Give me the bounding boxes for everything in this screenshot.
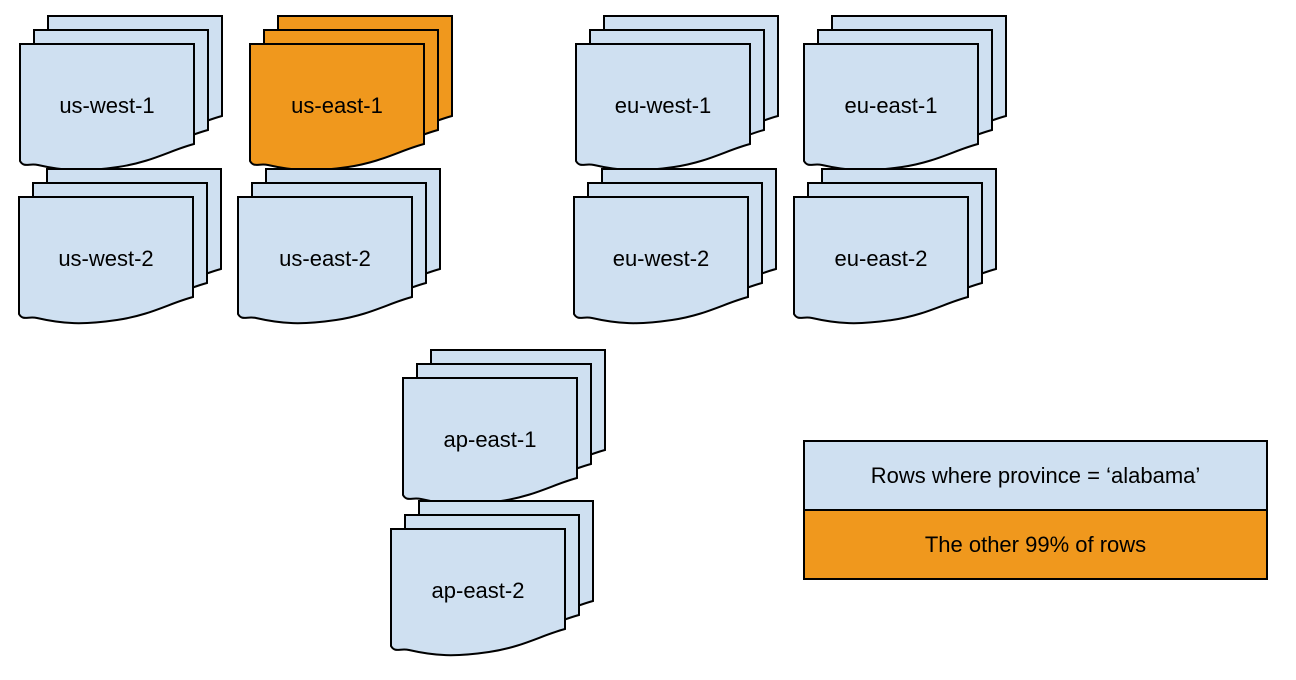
region-stack-us-east-2: us-east-2 [237, 168, 441, 325]
region-label: eu-east-2 [835, 246, 928, 271]
region-label: ap-east-2 [432, 578, 525, 603]
legend: Rows where province = ‘alabama’ The othe… [803, 440, 1268, 580]
region-stack-eu-west-2: eu-west-2 [573, 168, 777, 325]
region-stack-us-west-2: us-west-2 [18, 168, 222, 325]
region-label: ap-east-1 [444, 427, 537, 452]
region-stack-eu-east-2: eu-east-2 [793, 168, 997, 325]
region-stack-ap-east-1: ap-east-1 [402, 349, 606, 506]
region-stack-eu-east-1: eu-east-1 [803, 15, 1007, 172]
legend-item-alabama-rows: Rows where province = ‘alabama’ [803, 440, 1268, 511]
region-label: us-east-2 [279, 246, 371, 271]
region-stack-us-east-1: us-east-1 [249, 15, 453, 172]
region-label: us-east-1 [291, 93, 383, 118]
region-label: us-west-1 [59, 93, 154, 118]
region-label: eu-west-1 [615, 93, 712, 118]
region-label: us-west-2 [58, 246, 153, 271]
legend-item-label: Rows where province = ‘alabama’ [870, 462, 1201, 488]
legend-item-other-rows: The other 99% of rows [803, 509, 1268, 580]
legend-item-label: The other 99% of rows [924, 531, 1147, 557]
region-stack-us-west-1: us-west-1 [19, 15, 223, 172]
region-stack-eu-west-1: eu-west-1 [575, 15, 779, 172]
region-stack-ap-east-2: ap-east-2 [390, 500, 594, 657]
region-label: eu-west-2 [613, 246, 710, 271]
region-label: eu-east-1 [845, 93, 938, 118]
